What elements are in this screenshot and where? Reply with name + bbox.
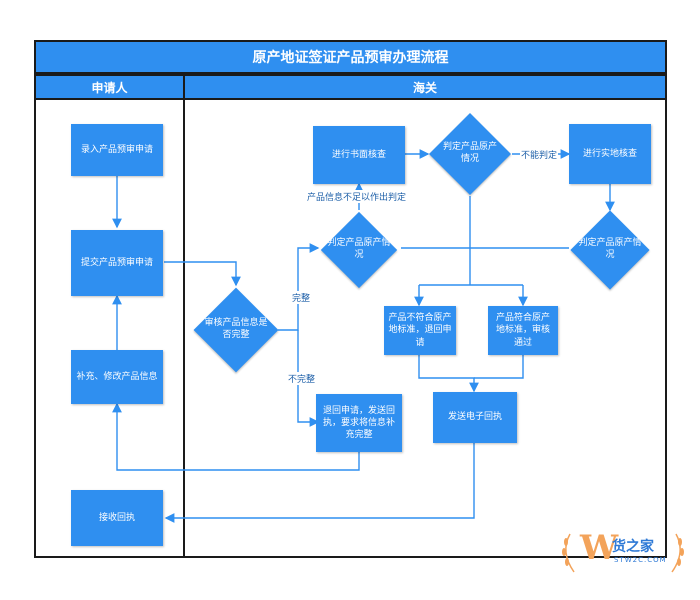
edge-return-supplement bbox=[112, 402, 360, 471]
node-enter-application-label: 录入产品预审申请 bbox=[80, 144, 153, 155]
node-decide-origin-right-label: 判定产品原产情况 bbox=[578, 238, 642, 260]
edge-submit-review bbox=[164, 261, 241, 287]
flowchart-title: 原产地证签证产品预审办理流程 bbox=[34, 40, 667, 74]
edge-conform-send bbox=[474, 355, 524, 379]
lane-header-applicant: 申请人 bbox=[34, 74, 185, 100]
edge-label-info-insufficient: 产品信息不足以作出判定 bbox=[306, 190, 408, 203]
node-decide-origin-top-label: 判定产品原产情况 bbox=[442, 142, 497, 164]
edge-label-incomplete: 不完整 bbox=[287, 372, 317, 385]
node-return-application: 退回申请，发送回执，要求将信息补充完整 bbox=[316, 394, 402, 452]
watermark-site: STW2C.COM bbox=[614, 556, 667, 564]
edge-notconform-send bbox=[418, 355, 479, 393]
node-document-review-label: 进行书面核查 bbox=[331, 149, 386, 160]
watermark-mark: W bbox=[580, 528, 619, 568]
edge-send-receive bbox=[164, 443, 475, 523]
node-enter-application: 录入产品预审申请 bbox=[71, 124, 163, 176]
node-decide-origin-top: 判定产品原产情况 bbox=[428, 112, 512, 196]
node-supplement-info: 补充、修改产品信息 bbox=[71, 350, 163, 404]
edge-label-complete: 完整 bbox=[291, 291, 312, 304]
node-submit-application-label: 提交产品预审申请 bbox=[80, 257, 153, 268]
node-send-receipt: 发送电子回执 bbox=[433, 392, 517, 443]
node-decide-origin-right: 判定产品原产情况 bbox=[568, 210, 652, 290]
node-review-info: 审核产品信息是否完整 bbox=[190, 287, 282, 373]
node-send-receipt-label: 发送电子回执 bbox=[447, 412, 502, 423]
laurel-icon bbox=[562, 533, 684, 573]
node-decide-origin-left-label: 判定产品原产情况 bbox=[327, 238, 391, 260]
watermark-logo: W 货之家 STW2C.COM bbox=[558, 528, 686, 576]
node-not-conform-label: 产品不符合原产地标准，退回申请 bbox=[388, 313, 452, 348]
node-decide-origin-left: 判定产品原产情况 bbox=[316, 211, 402, 289]
lane-customs-label: 海关 bbox=[412, 80, 437, 95]
lane-applicant-label: 申请人 bbox=[91, 80, 128, 95]
edge-review-decide bbox=[278, 243, 320, 331]
lane-divider bbox=[183, 100, 185, 558]
node-conform: 产品符合原产地标准，审核通过 bbox=[488, 306, 558, 355]
watermark-text: 货之家 bbox=[612, 539, 654, 555]
node-document-review: 进行书面核查 bbox=[313, 126, 405, 184]
node-field-check: 进行实地核查 bbox=[569, 124, 651, 184]
node-receive-receipt-label: 接收回执 bbox=[98, 512, 135, 523]
title-text: 原产地证签证产品预审办理流程 bbox=[252, 50, 449, 66]
node-receive-receipt: 接收回执 bbox=[71, 490, 163, 546]
node-supplement-info-label: 补充、修改产品信息 bbox=[76, 371, 158, 382]
lane-header-customs: 海关 bbox=[183, 74, 667, 100]
node-conform-label: 产品符合原产地标准，审核通过 bbox=[495, 313, 550, 348]
node-return-application-label: 退回申请，发送回执，要求将信息补充完整 bbox=[322, 405, 395, 441]
edge-label-cannot-decide: 不能判定 bbox=[520, 148, 559, 161]
node-review-info-label: 审核产品信息是否完整 bbox=[204, 318, 268, 340]
node-submit-application: 提交产品预审申请 bbox=[71, 230, 163, 296]
edge-review-return bbox=[297, 330, 320, 427]
node-not-conform: 产品不符合原产地标准，退回申请 bbox=[384, 306, 456, 355]
node-field-check-label: 进行实地核查 bbox=[582, 148, 637, 159]
